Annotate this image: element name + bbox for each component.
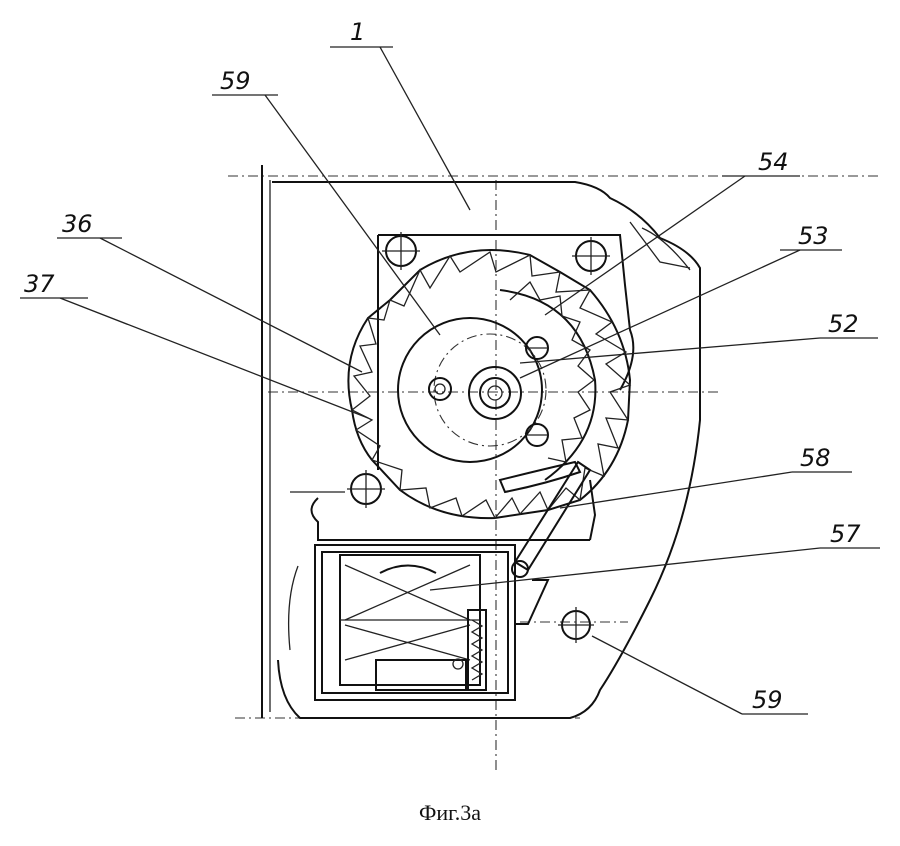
label-37: 37 xyxy=(24,270,55,298)
lever xyxy=(511,460,592,625)
screws xyxy=(347,232,610,643)
label-36: 36 xyxy=(62,210,93,238)
pawls xyxy=(498,336,582,494)
label-1: 1 xyxy=(350,18,365,46)
leader-lines xyxy=(20,46,880,715)
label-54: 54 xyxy=(758,148,789,176)
switch-block xyxy=(314,544,516,701)
housing-outline xyxy=(261,165,701,719)
label-53: 53 xyxy=(798,222,829,250)
label-59-bottom: 59 xyxy=(752,686,783,714)
ratchet-wheel xyxy=(347,249,632,520)
figure-caption: Фиг.3а xyxy=(419,800,481,825)
label-59-top: 59 xyxy=(220,67,251,95)
label-52: 52 xyxy=(828,310,859,338)
label-57: 57 xyxy=(830,520,861,548)
label-58: 58 xyxy=(800,444,831,472)
reference-labels: 1 59 54 53 36 37 52 58 57 59 xyxy=(24,18,861,714)
